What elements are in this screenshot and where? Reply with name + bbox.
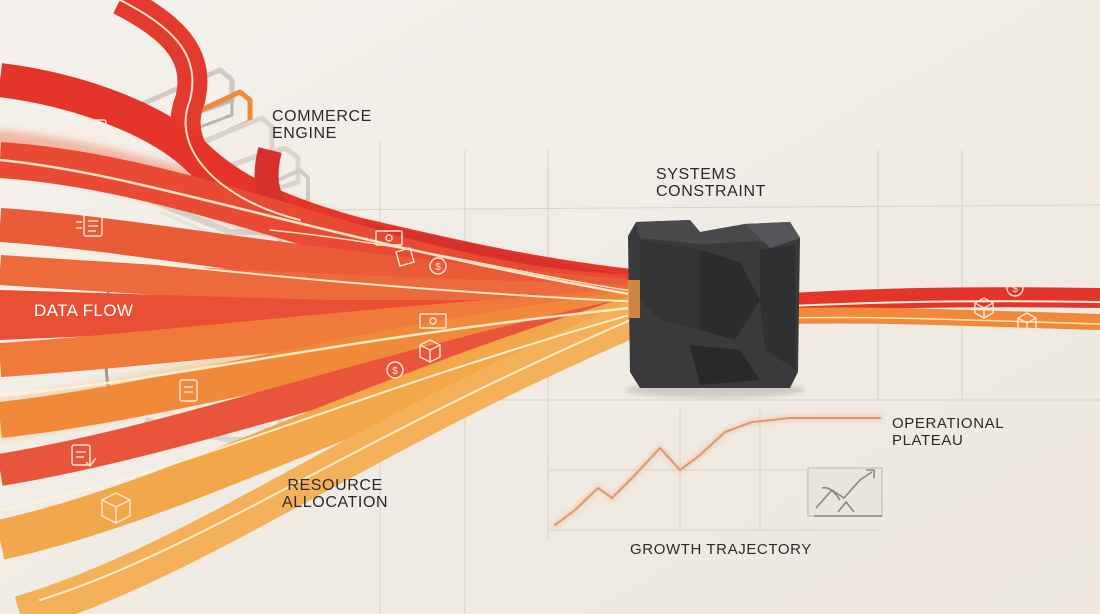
- svg-text:$: $: [392, 366, 398, 377]
- document-icon: [66, 119, 107, 143]
- operational-plateau-label-line1: OPERATIONAL: [892, 415, 1005, 432]
- operational-plateau-label-line2: PLATEAU: [892, 432, 964, 449]
- stream-red-5: [0, 255, 641, 315]
- commerce-engine-label-line2: ENGINE: [272, 125, 337, 142]
- growth-trajectory-label: GROWTH TRAJECTORY: [630, 541, 812, 558]
- svg-text:$: $: [1012, 284, 1018, 295]
- package-icon: [419, 339, 441, 363]
- receipt-icon: [395, 247, 415, 267]
- systems-constraint-label: SYSTEMS CONSTRAINT: [656, 166, 766, 200]
- resource-allocation-label-line2: ALLOCATION: [282, 494, 389, 511]
- output-stream: [789, 287, 1100, 330]
- operational-plateau-label: OPERATIONAL PLATEAU: [892, 415, 1004, 449]
- coin-icon: $: [386, 361, 404, 379]
- list-icon: [76, 213, 103, 237]
- coin-icon: $: [429, 257, 447, 275]
- systems-constraint-label-line1: SYSTEMS: [656, 166, 737, 183]
- systems-constraint-label-line2: CONSTRAINT: [656, 183, 766, 200]
- resource-allocation-label-line1: RESOURCE: [287, 477, 383, 494]
- resource-allocation-label: RESOURCE ALLOCATION: [282, 477, 388, 511]
- banknote-icon: [375, 230, 403, 246]
- commerce-engine-label: COMMERCE ENGINE: [272, 108, 372, 142]
- constraint-block: [625, 220, 805, 398]
- coin-icon: $: [1006, 279, 1024, 297]
- package-icon: [974, 297, 994, 319]
- package-icon: [101, 492, 131, 524]
- growth-trajectory-chart: [552, 415, 883, 528]
- commerce-engine-label-line1: COMMERCE: [272, 108, 372, 125]
- growth-chart-icon: [807, 467, 883, 517]
- light-filaments: [0, 0, 642, 601]
- banknote-icon: [419, 313, 447, 329]
- document-icon: [179, 379, 198, 402]
- receipt-icon: [71, 444, 97, 468]
- svg-text:$: $: [435, 262, 441, 273]
- data-flow-label: DATA FLOW: [34, 301, 134, 320]
- package-icon: [1017, 312, 1037, 335]
